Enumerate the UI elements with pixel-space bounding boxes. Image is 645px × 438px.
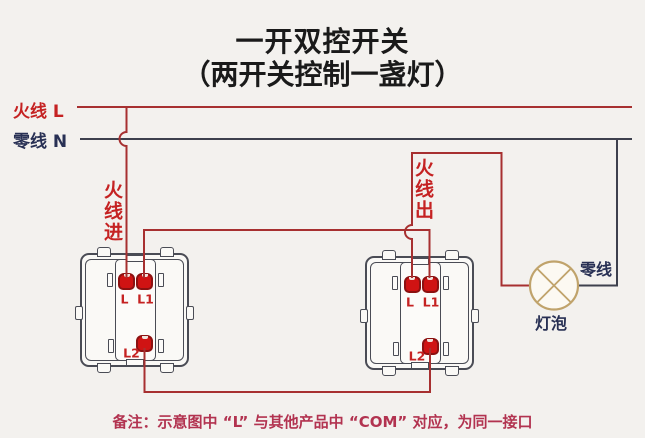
screw-slot — [443, 342, 449, 356]
mount-tab — [96, 247, 111, 257]
mount-tab — [96, 363, 111, 373]
terminal-l1-label: L1 — [422, 294, 440, 310]
rocker-notch — [125, 359, 144, 366]
mount-tab — [185, 306, 194, 320]
lamp-symbol — [528, 260, 580, 311]
terminal-l1-label: L1 — [137, 291, 154, 307]
terminal-l — [403, 276, 421, 293]
rocker-notch — [125, 255, 144, 262]
bulb-label: 灯泡 — [535, 314, 568, 333]
screw-slot — [392, 276, 398, 290]
terminal-l1 — [421, 276, 439, 293]
live-wire-label: 火线 L — [13, 102, 64, 122]
switch-1: L L1 L2 — [74, 247, 194, 373]
screw-slot — [157, 273, 164, 287]
terminal-l2-label: L2 — [123, 345, 140, 361]
mount-tab — [445, 366, 459, 376]
mount-tab — [159, 247, 174, 257]
terminal-l — [118, 273, 135, 290]
screw-slot — [393, 342, 399, 356]
live-out-label: 火线出 — [412, 158, 434, 221]
rocker-notch — [411, 258, 429, 265]
terminal-l2-label: L2 — [408, 348, 426, 364]
page-subtitle: （两开关控制一盏灯） — [182, 58, 463, 91]
lamp-cross-icon — [536, 267, 572, 304]
neutral-right-label: 零线 — [580, 260, 613, 279]
terminal-l-label: L — [120, 291, 129, 307]
neutral-wire-label: 零线 N — [13, 132, 68, 152]
mount-tab — [159, 363, 174, 373]
screw-slot — [157, 339, 164, 353]
mount-tab — [445, 250, 459, 260]
mount-tab — [74, 306, 83, 320]
screw-slot — [106, 273, 113, 287]
mount-tab — [382, 250, 396, 260]
switch-2: L L1 L2 — [360, 250, 479, 376]
mount-tab — [382, 366, 396, 376]
page-title: 一开双控开关 — [235, 25, 410, 58]
terminal-l-label: L — [406, 294, 414, 310]
terminal-l1 — [136, 273, 153, 290]
mount-tab — [360, 309, 368, 323]
live-in-label: 火线进 — [101, 180, 123, 243]
footnote: 备注：示意图中 “L” 与其他产品中 “COM” 对应，为同一接口 — [112, 413, 533, 431]
mount-tab — [471, 309, 479, 323]
screw-slot — [443, 276, 449, 290]
screw-slot — [107, 339, 114, 353]
